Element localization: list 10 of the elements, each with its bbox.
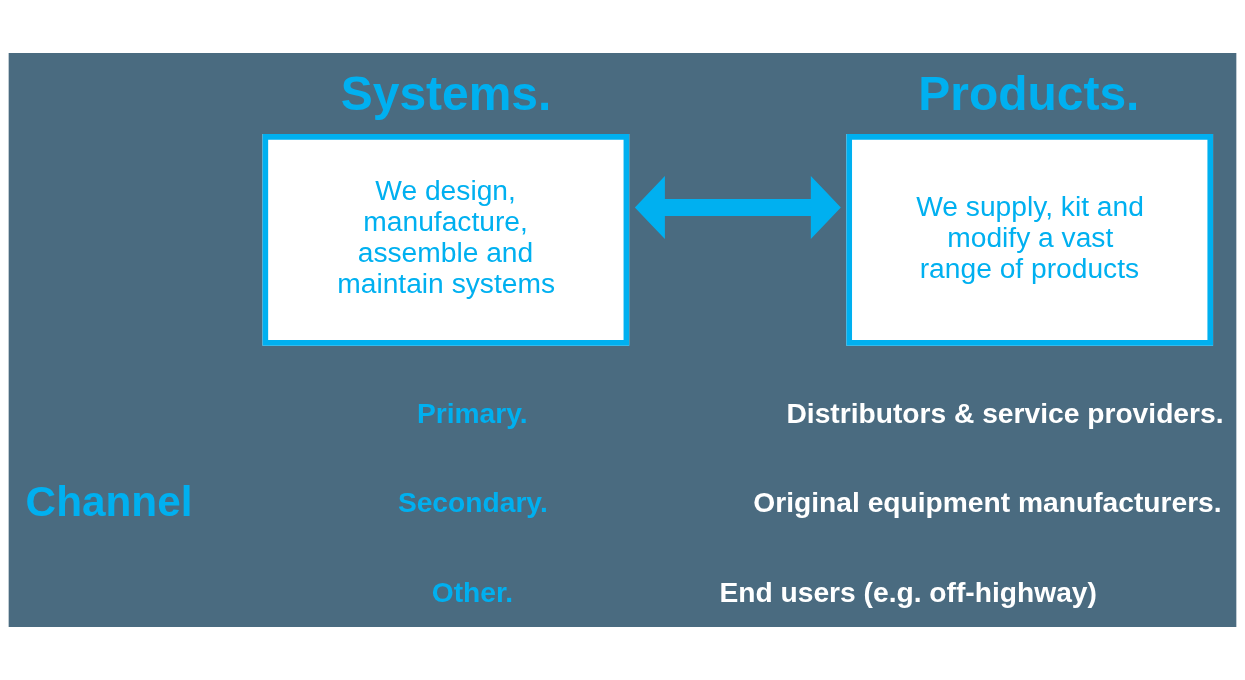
node-label: Products.	[918, 67, 1140, 121]
label: Secondary.	[397, 486, 548, 519]
label: Distributors & service providers.	[786, 396, 1224, 429]
node-label: Systems.	[340, 67, 552, 121]
label: Channel	[25, 477, 193, 525]
label: Original equipment manufacturers.	[753, 486, 1222, 519]
label: Other.	[431, 575, 514, 608]
arrow	[634, 175, 841, 239]
label: Primary.	[416, 396, 528, 429]
label: End users (e.g. off-highway)	[719, 575, 1097, 608]
